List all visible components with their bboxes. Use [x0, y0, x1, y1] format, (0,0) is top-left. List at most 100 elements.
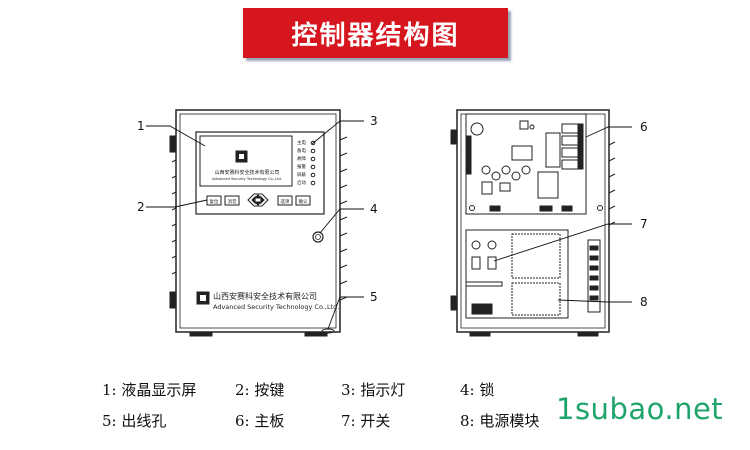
lcd-logo-text-en: Advanced Security Technology Co.,Ltd.	[212, 177, 282, 181]
legend-num: 3:	[341, 381, 356, 399]
legend-num: 2:	[235, 381, 250, 399]
board-speaker	[470, 122, 484, 136]
front-foot-right	[304, 331, 328, 337]
legend-item: 3: 指示灯	[341, 379, 405, 400]
terminal-strip	[587, 239, 601, 313]
power-module-top	[511, 233, 561, 279]
legend-label: 主板	[254, 412, 285, 430]
callout-line-7	[493, 223, 632, 262]
backup-switch[interactable]	[487, 256, 497, 270]
legend-item: 7: 开关	[341, 410, 390, 431]
callout-line-3	[311, 120, 364, 145]
legend-label: 开关	[360, 412, 391, 430]
callout-5: 5	[370, 290, 378, 304]
terminal-block	[471, 303, 493, 315]
board-connector	[466, 135, 472, 175]
legend-item: 4: 锁	[460, 379, 494, 400]
legend-num: 1:	[102, 381, 117, 399]
lcd-logo-text: 山西安赛科安全技术有限公司	[214, 169, 279, 176]
indicator-led	[310, 180, 316, 186]
indicator-label: 屏蔽	[297, 171, 306, 178]
callout-4: 4	[370, 202, 378, 216]
company-name-en: Advanced Security Technology Co.,Ltd.	[213, 303, 339, 311]
legend-label: 指示灯	[360, 381, 406, 399]
front-foot-left	[189, 331, 213, 337]
main-board	[465, 113, 587, 215]
callout-3: 3	[370, 114, 378, 128]
option-button[interactable]	[277, 195, 293, 206]
down-arrow-icon	[253, 201, 263, 206]
legend-num: 4:	[460, 381, 475, 399]
callout-6: 6	[640, 120, 648, 134]
indicator-led	[310, 172, 316, 178]
reset-button-label: 复位	[210, 198, 219, 205]
callout-line-5	[327, 296, 364, 330]
confirm-button[interactable]	[295, 195, 311, 206]
front-view: 山西安赛科安全技术有限公司 Advanced Security Technolo…	[169, 109, 348, 337]
front-enclosure	[175, 109, 341, 333]
power-switch[interactable]	[471, 256, 481, 270]
confirm-button-label: 确认	[299, 198, 308, 205]
legend-num: 7:	[341, 412, 356, 430]
callout-2: 2	[137, 200, 145, 214]
internal-hinge-bottom	[450, 295, 458, 311]
fuse-icon	[487, 240, 497, 250]
callout-line-8	[557, 299, 632, 303]
company-name: 山西安赛科安全技术有限公司	[213, 291, 317, 301]
indicator-label: 启动	[297, 179, 306, 186]
structure-diagram: 山西安赛科安全技术有限公司 Advanced Security Technolo…	[137, 109, 648, 337]
diagram-title: 控制器结构图	[291, 20, 460, 51]
lower-panel	[465, 229, 569, 319]
legend-item: 5: 出线孔	[102, 410, 166, 431]
callout-7: 7	[640, 217, 648, 231]
indicator-led	[310, 156, 316, 162]
internal-callouts: 6 7 8	[493, 120, 648, 309]
front-hinge-top	[169, 135, 177, 153]
legend-num: 6:	[235, 412, 250, 430]
callout-1: 1	[137, 119, 145, 133]
indicator-label: 报警	[297, 163, 306, 170]
legend-label: 出线孔	[121, 412, 167, 430]
legend-label: 液晶显示屏	[121, 381, 197, 399]
legend-item: 1: 液晶显示屏	[102, 379, 196, 400]
callout-8: 8	[640, 295, 648, 309]
indicator-led	[310, 164, 316, 170]
front-hinge-bottom	[169, 291, 177, 309]
legend-label: 电源模块	[479, 412, 540, 430]
indicator-led	[310, 140, 316, 146]
indicator-label: 故障	[297, 155, 306, 162]
front-right-ridges	[339, 136, 348, 301]
legend-label: 按键	[254, 381, 285, 399]
internal-view	[450, 109, 616, 337]
up-arrow-icon	[253, 194, 263, 199]
front-callouts: 1 2 3 4 5	[137, 114, 378, 330]
display-window	[195, 131, 325, 215]
silence-button-label: 消音	[228, 198, 237, 205]
internal-enclosure	[456, 109, 610, 333]
indicator-lights: 主电 备电 故障 报警 屏蔽 启动	[297, 139, 316, 186]
legend-item: 2: 按键	[235, 379, 284, 400]
watermark: 1subao.net	[556, 392, 724, 426]
lcd-screen	[199, 135, 293, 187]
lock-icon[interactable]	[312, 231, 324, 243]
reset-button[interactable]	[206, 195, 222, 206]
option-button-label: 选项	[281, 198, 290, 205]
title-banner: 控制器结构图	[243, 8, 508, 58]
internal-hinge-top	[450, 129, 458, 145]
legend-item: 6: 主板	[235, 410, 284, 431]
fuse-icon	[471, 240, 481, 250]
power-module	[511, 282, 561, 316]
legend-num: 5:	[102, 412, 117, 430]
legend-num: 8:	[460, 412, 475, 430]
indicator-label: 主电	[297, 139, 306, 146]
direction-pad[interactable]	[247, 193, 269, 207]
callout-line-1	[146, 125, 206, 147]
indicator-led	[310, 148, 316, 154]
keypad: 复位 消音 选项 确认	[206, 193, 311, 207]
silence-button[interactable]	[224, 195, 240, 206]
legend-item: 8: 电源模块	[460, 410, 539, 431]
callout-line-6	[585, 126, 632, 138]
callout-line-4	[319, 208, 364, 234]
legend-label: 锁	[479, 381, 495, 399]
callout-line-2	[146, 199, 208, 208]
